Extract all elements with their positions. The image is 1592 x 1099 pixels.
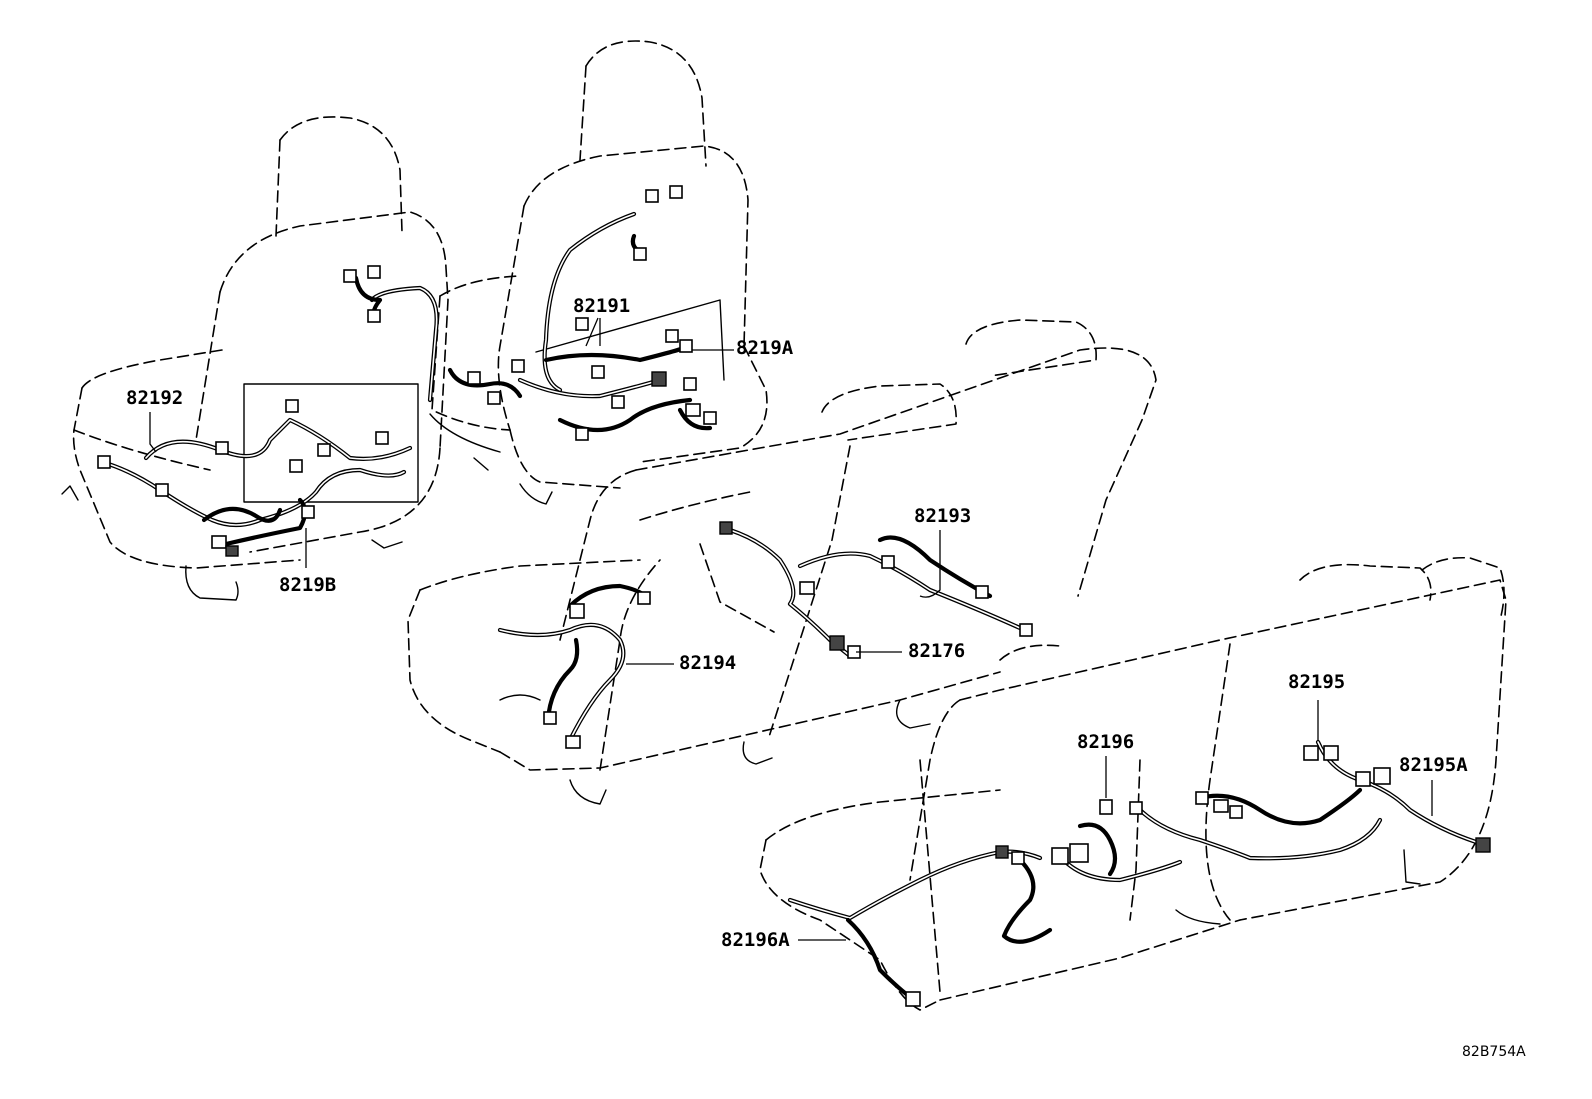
wire-harnesses <box>99 211 1479 1003</box>
front-left-seat-outline <box>61 116 449 601</box>
part-number-82176[interactable]: 82176 <box>908 640 966 662</box>
part-number-82191[interactable]: 82191 <box>573 295 631 317</box>
part-number-82194[interactable]: 82194 <box>679 652 737 674</box>
part-number-82195a[interactable]: 82195A <box>1399 754 1468 776</box>
connectors <box>97 185 1491 1007</box>
part-number-82193[interactable]: 82193 <box>914 505 972 527</box>
part-number-82195[interactable]: 82195 <box>1288 671 1346 693</box>
illustration-code: 82B754A <box>1462 1044 1526 1060</box>
leader-lines <box>149 317 1433 941</box>
part-number-82196a[interactable]: 82196A <box>721 929 790 951</box>
middle-bench-seat-outline <box>407 319 1157 805</box>
part-number-82192[interactable]: 82192 <box>126 387 184 409</box>
part-number-8219a[interactable]: 8219A <box>736 337 794 359</box>
part-number-82196[interactable]: 82196 <box>1077 731 1135 753</box>
front-right-seat-outline <box>429 40 768 505</box>
rear-bench-seat-outline <box>759 556 1507 1011</box>
part-number-8219b[interactable]: 8219B <box>279 574 337 596</box>
